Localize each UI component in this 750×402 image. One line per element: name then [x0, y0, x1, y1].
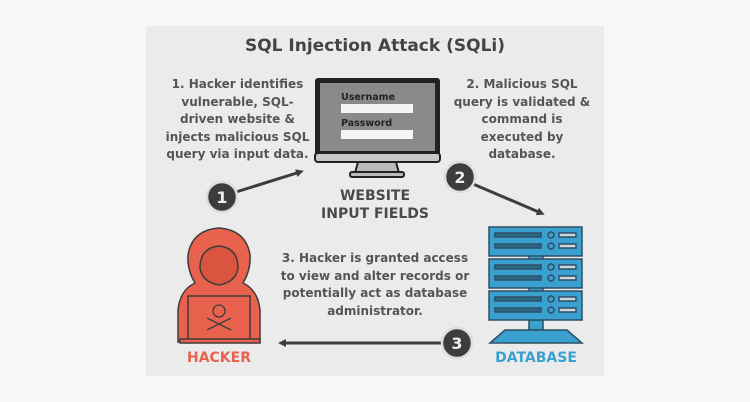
- step-1-badge: 1: [205, 180, 239, 214]
- step-1-line: query via input data.: [166, 147, 309, 161]
- arrow-step-2: [472, 182, 545, 216]
- svg-text:1: 1: [216, 188, 227, 207]
- website-caption: WEBSITE INPUT FIELDS: [300, 187, 450, 223]
- step-1-line: 1. Hacker identifies: [171, 77, 304, 91]
- website-caption-line: WEBSITE: [339, 188, 411, 204]
- password-label: Password: [341, 118, 392, 129]
- step-2-line: executed by: [480, 129, 564, 144]
- website-caption-line: INPUT FIELDS: [321, 206, 429, 222]
- step-1-text: 1. Hacker identifies vulnerable, SQL- dr…: [160, 76, 315, 164]
- database-server-icon: [487, 226, 585, 344]
- arrow-step-1: [235, 169, 304, 194]
- password-field: [341, 130, 413, 139]
- step-1-line: injects malicious SQL: [165, 129, 310, 144]
- skull-crossbones-icon: [206, 304, 232, 331]
- username-field: [341, 104, 413, 113]
- step-3-line: 3. Hacker is granted access: [281, 251, 469, 265]
- database-label: DATABASE: [495, 350, 577, 366]
- diagram-title: SQL Injection Attack (SQLi): [244, 36, 506, 56]
- hacker-label: HACKER: [186, 350, 252, 366]
- svg-text:3: 3: [451, 334, 462, 353]
- step-3-line: administrator.: [327, 303, 423, 318]
- step-2-line: 2. Malicious SQL: [466, 77, 578, 91]
- step-2-text: 2. Malicious SQL query is validated & co…: [452, 76, 592, 164]
- svg-text:2: 2: [454, 168, 465, 187]
- username-label: Username: [341, 92, 395, 103]
- step-2-badge: 2: [443, 160, 477, 194]
- monitor-icon: Username Password: [314, 78, 441, 178]
- step-3-line: to view and alter records or: [280, 268, 470, 283]
- step-1-line: driven website &: [180, 112, 295, 126]
- step-3-line: potentially act as database: [282, 286, 468, 300]
- step-3-badge: 3: [440, 326, 474, 360]
- step-1-line: vulnerable, SQL-: [181, 94, 294, 109]
- hacker-icon: [177, 227, 261, 344]
- step-2-line: command is: [481, 112, 563, 126]
- step-2-line: database.: [488, 147, 556, 161]
- step-2-line: query is validated &: [453, 94, 591, 109]
- step-3-text: 3. Hacker is granted access to view and …: [275, 250, 475, 320]
